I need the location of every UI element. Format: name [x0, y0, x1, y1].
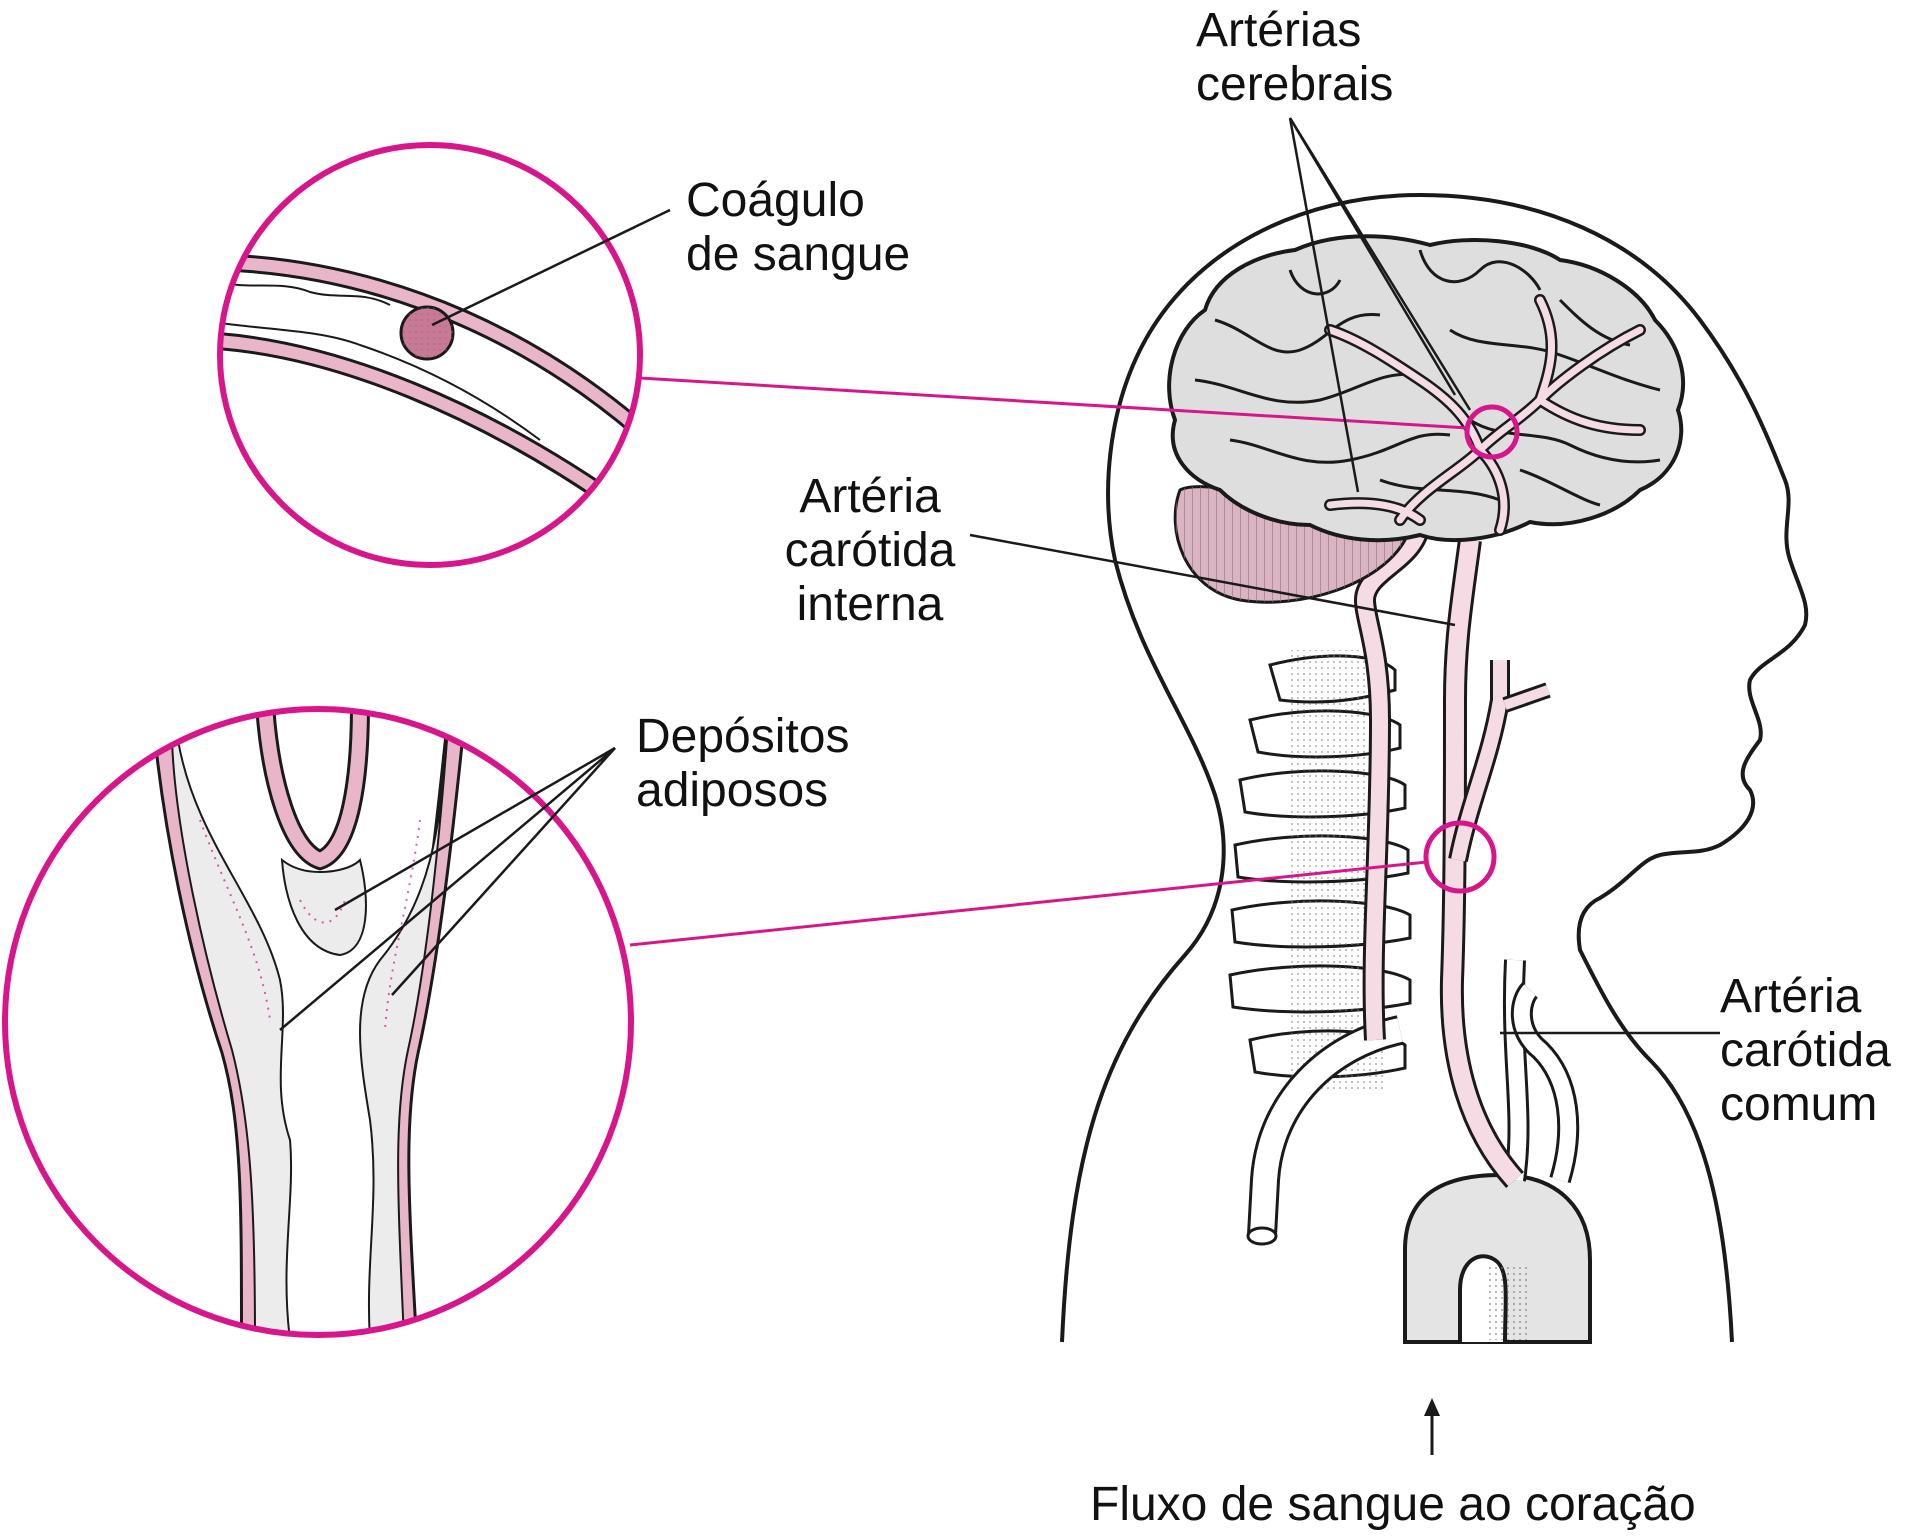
label-line: Artéria	[799, 470, 941, 523]
label-line: Artérias	[1196, 4, 1362, 57]
label-line: carótida	[1720, 1024, 1891, 1077]
label-internal-carotid: Artéria carótida interna	[770, 470, 970, 632]
label-line: comum	[1720, 1078, 1878, 1131]
neck-highlight-circle	[1423, 820, 1497, 894]
carotid-artery	[1439, 538, 1551, 1189]
head-silhouette	[1060, 192, 1809, 1343]
label-cerebral-arteries: Artérias cerebrais	[1196, 4, 1393, 112]
flow-arrow	[1424, 1398, 1440, 1455]
label-line: carótida	[784, 524, 956, 577]
label-blood-flow: Fluxo de sangue ao coração	[1090, 1478, 1696, 1531]
leader-lines	[279, 117, 1720, 1035]
label-line: Artéria	[1720, 970, 1862, 1023]
connector-bottom	[629, 860, 1428, 947]
label-line: Depósitos	[636, 710, 850, 763]
label-common-carotid: Artéria carótida comum	[1720, 970, 1891, 1132]
label-line: de sangue	[686, 228, 911, 281]
aorta	[1246, 959, 1592, 1344]
label-blood-clot: Coágulo de sangue	[686, 174, 910, 282]
brain-highlight-circle	[1464, 404, 1520, 460]
deposits-magnifier	[2, 706, 634, 1338]
label-line: cerebrais	[1196, 58, 1394, 111]
label-line: Coágulo	[686, 174, 865, 227]
connector-top	[639, 376, 1469, 430]
clot-magnifier	[217, 142, 643, 568]
vertebral-artery	[1353, 518, 1431, 1041]
label-fatty-deposits: Depósitos adiposos	[636, 710, 849, 818]
label-line: adiposos	[636, 764, 829, 817]
label-line: interna	[796, 578, 944, 631]
brain	[1167, 234, 1686, 543]
